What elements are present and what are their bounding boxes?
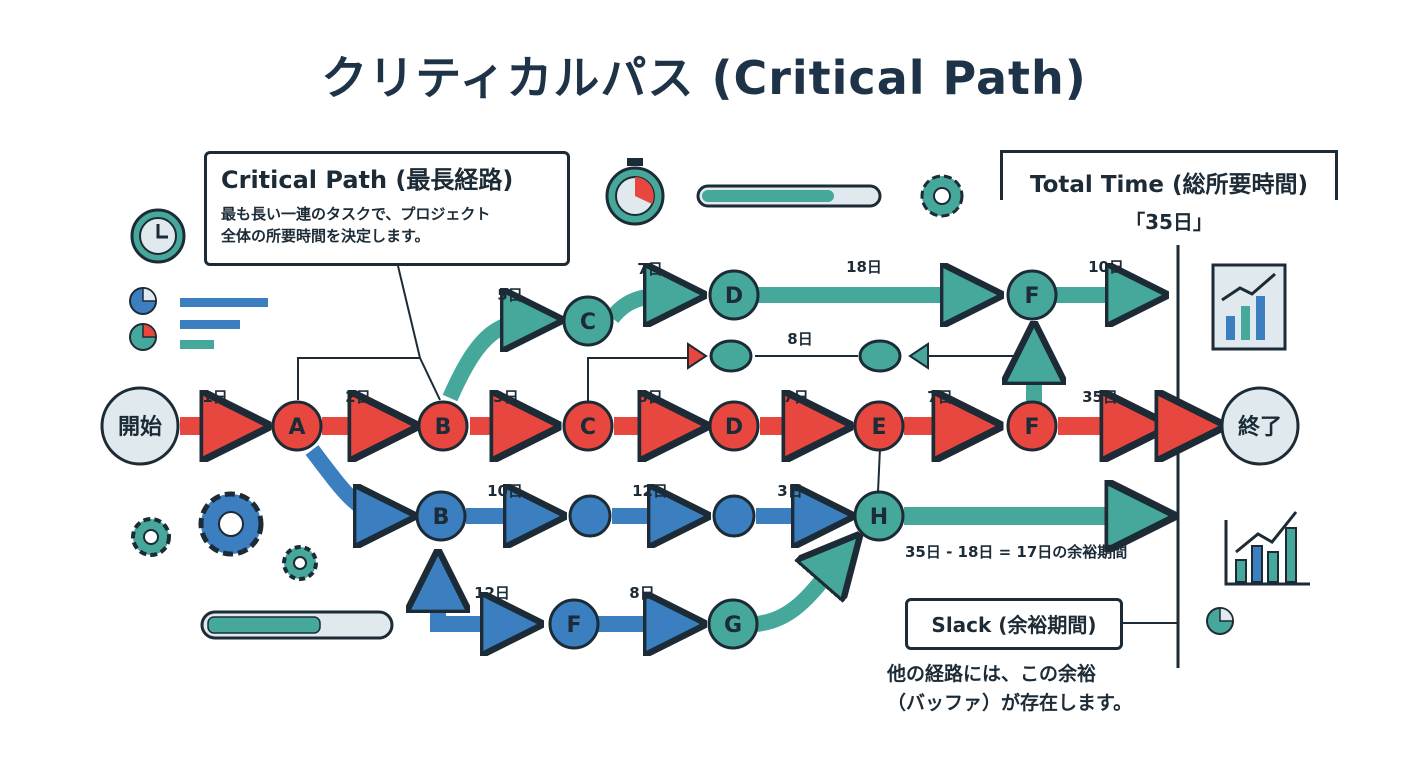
duration-bb-3: 3日 (777, 482, 802, 500)
node-b-blue (415, 490, 467, 542)
label-a: A (288, 415, 305, 440)
node-g (707, 598, 759, 650)
node-end (1220, 386, 1300, 466)
gear-icons-left (131, 491, 318, 581)
duration-bb-1: 10日 (487, 482, 523, 500)
node-loop-left (709, 339, 753, 373)
duration-e-f: 7日 (927, 388, 952, 406)
lower-path-arrows (305, 445, 836, 624)
stopwatch-icon (605, 158, 665, 226)
upper-path-arrows (442, 295, 1150, 632)
label-d-red: D (725, 415, 743, 440)
loading-bar-icon (200, 610, 394, 640)
label-c-red: C (580, 415, 596, 440)
loop-arrows (687, 342, 929, 370)
duration-start-a: 1日 (202, 388, 227, 406)
label-b-blue: B (433, 505, 450, 530)
label-e-red: E (871, 415, 886, 440)
duration-f-end: 35日 (1082, 388, 1118, 406)
progress-bar-icon (696, 184, 882, 208)
total-time-label: Total Time (総所要時間) (1000, 150, 1338, 200)
duration-dtop-ftop: 18日 (846, 258, 882, 276)
nodes (100, 269, 1300, 650)
critical-path-callout: Critical Path (最長経路) 最も長い一連のタスクで、プロジェクト … (204, 151, 570, 266)
label-h: H (870, 505, 888, 530)
bar-chart-icon (1224, 511, 1310, 586)
node-h (853, 490, 905, 542)
label-g: G (724, 613, 742, 638)
node-c-top (562, 295, 614, 347)
node-e-red (853, 400, 905, 452)
duration-d-e: 7日 (783, 388, 808, 406)
duration-bb-2: 12日 (632, 482, 668, 500)
duration-f-g: 8日 (629, 584, 654, 602)
critical-path-heading: Critical Path (最長経路) (221, 166, 514, 194)
duration-b-ctop: 5日 (497, 286, 522, 304)
duration-b-c: 3日 (493, 388, 518, 406)
label-b-red: B (435, 415, 452, 440)
label-d-top: D (725, 284, 743, 309)
page-title: クリティカルパス (Critical Path) (321, 51, 1087, 105)
gear-icon-top (920, 174, 964, 218)
label-f-blue: F (566, 613, 581, 638)
slack-calculation: 35日 - 18日 = 17日の余裕期間 (905, 543, 1128, 561)
duration-ctop-dtop: 7日 (637, 260, 662, 278)
node-a (271, 400, 323, 452)
total-time-value: 「35日」 (1125, 210, 1213, 234)
slack-description: 他の経路には、この余裕 （バッファ）が存在します。 (887, 660, 1157, 718)
slack-label: Slack (余裕期間) (905, 598, 1123, 650)
duration-mid-loop: 8日 (787, 330, 812, 348)
node-b-red (417, 400, 469, 452)
node-f-red (1006, 400, 1058, 452)
label-f-red: F (1024, 415, 1039, 440)
label-end: 終了 (1238, 414, 1282, 440)
duration-bb-f: 12日 (474, 584, 510, 602)
label-c-top: C (580, 310, 596, 335)
node-blue-mid-1 (568, 494, 612, 538)
node-f-blue (548, 598, 600, 650)
critical-path-desc-1: 最も長い一連のタスクで、プロジェクト (221, 205, 491, 223)
slack-desc-1: 他の経路には、この余裕 (887, 663, 1097, 685)
node-loop-right (858, 339, 902, 373)
critical-path-desc-2: 全体の所要時間を決定します。 (221, 227, 430, 245)
duration-ftop-out: 10日 (1088, 258, 1124, 276)
pie-list-icon (129, 287, 268, 351)
clock-icon (130, 208, 186, 264)
slack-desc-2: （バッファ）が存在します。 (887, 692, 1133, 714)
node-d-red (708, 400, 760, 452)
node-start (100, 386, 180, 466)
node-f-top (1006, 269, 1058, 321)
duration-a-b: 2日 (345, 388, 370, 406)
node-blue-mid-2 (712, 494, 756, 538)
chart-up-icon (1211, 263, 1287, 351)
label-f-top: F (1024, 284, 1039, 309)
node-c-red (562, 400, 614, 452)
node-d-top (708, 269, 760, 321)
small-pie-icon (1206, 607, 1234, 635)
label-start: 開始 (118, 414, 162, 440)
duration-c-d: 8日 (637, 388, 662, 406)
